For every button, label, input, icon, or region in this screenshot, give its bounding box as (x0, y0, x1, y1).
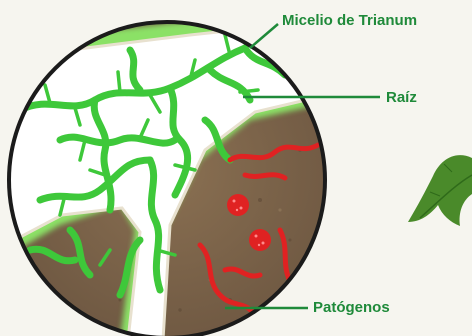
leader-line-mycelium (250, 24, 278, 48)
pathogen-spore (227, 194, 249, 216)
label-root: Raíz (386, 89, 417, 107)
plant-leaf-icon (408, 155, 472, 226)
label-mycelium: Micelio de Trianum (282, 12, 417, 30)
pathogen-spore (249, 229, 271, 251)
label-pathogens: Patógenos (313, 299, 390, 317)
